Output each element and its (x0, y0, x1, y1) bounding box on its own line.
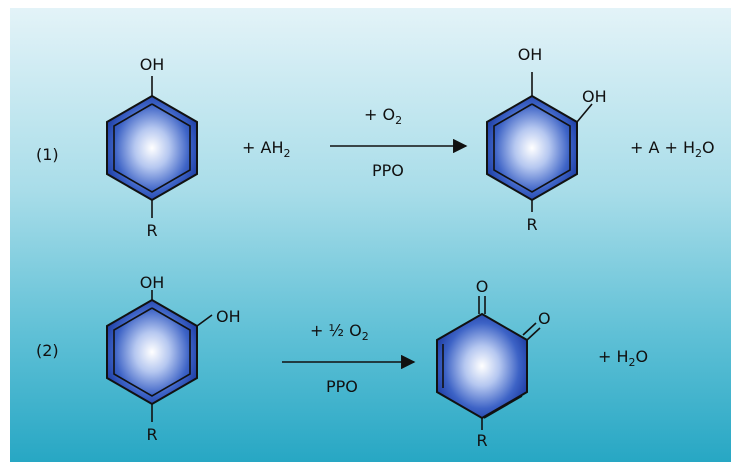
reaction1-byproducts: + A + H2O (630, 138, 715, 160)
reaction2-product-o-top: O (476, 277, 489, 296)
reaction2-product-r: R (476, 431, 487, 450)
reaction1-reactant-r: R (146, 221, 157, 240)
reaction1-product-oh-side: OH (582, 87, 607, 106)
reaction2-arrow-bottom: PPO (326, 377, 358, 396)
top-strip (0, 0, 741, 8)
reaction2-product-side-bond-a (526, 327, 541, 341)
reaction1-arrow-top: + O2 (364, 105, 402, 127)
reaction2-number: (2) (36, 341, 59, 360)
reaction2-product-side-bond-b (522, 322, 537, 336)
reaction1-product-oh-top: OH (518, 45, 543, 64)
reaction2-reactant-ring (106, 298, 198, 406)
reaction2-reactant-r: R (146, 425, 157, 444)
reaction1-product-side-bond (576, 103, 593, 123)
reaction2-reactant-oh-top: OH (140, 273, 165, 292)
reaction2-product-ring (436, 312, 528, 420)
reaction1-reactant-oh: OH (140, 55, 165, 74)
reaction1-product-ring (486, 94, 578, 202)
reaction2-byproduct: + H2O (598, 347, 648, 369)
reaction1-reactant-ring (106, 94, 198, 202)
reaction2-reactant-side-bond (196, 314, 213, 327)
reaction2-product-o-side: O (538, 309, 551, 328)
reaction1-number: (1) (36, 145, 59, 164)
reaction2-reactant-oh-side: OH (216, 307, 241, 326)
reaction1-product-r: R (526, 215, 537, 234)
reaction2-arrow-top: + ½ O2 (310, 321, 369, 343)
reaction1-arrow-bottom: PPO (372, 161, 404, 180)
reaction1-reagent: + AH2 (242, 138, 290, 160)
